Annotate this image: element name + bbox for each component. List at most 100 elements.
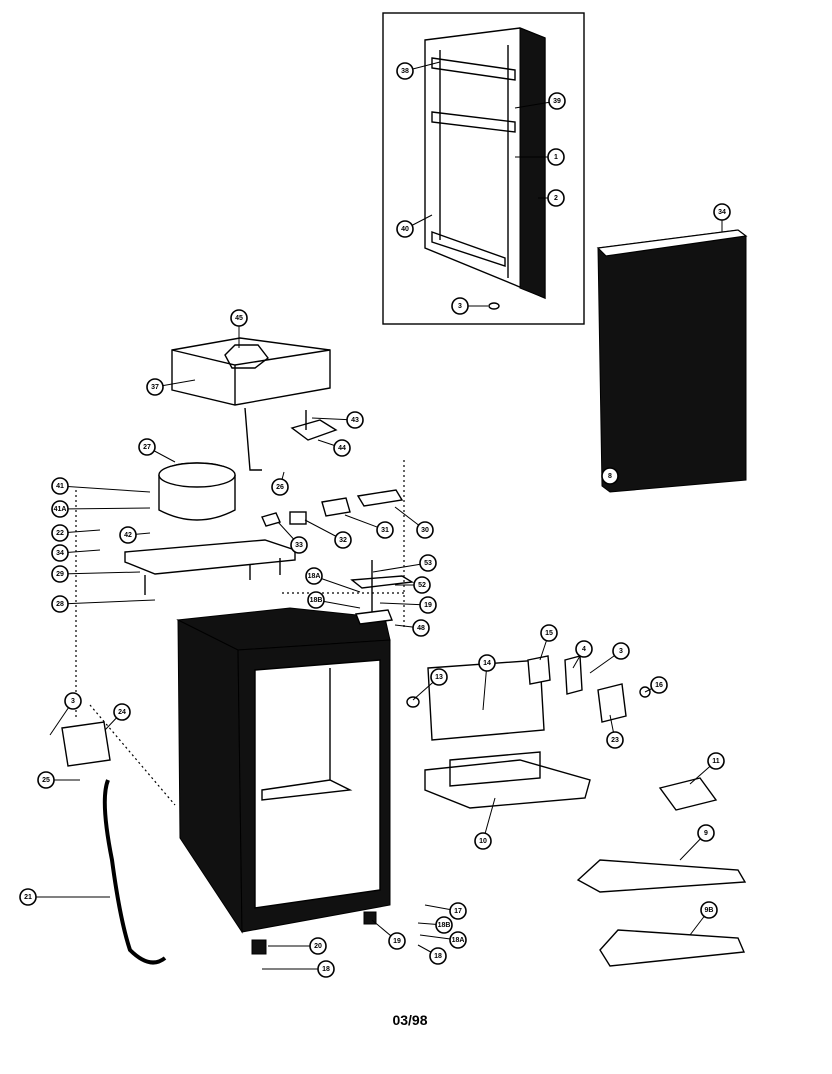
callout-27: 27 xyxy=(138,438,176,463)
callout-ring xyxy=(51,565,69,583)
callout-ring xyxy=(230,309,248,327)
callout-label: 53 xyxy=(424,560,432,567)
callout-28: 28 xyxy=(51,595,156,613)
callout-9: 9 xyxy=(679,824,715,861)
cabinet xyxy=(176,607,391,934)
callout-label: 41A xyxy=(54,506,67,513)
compressor xyxy=(158,462,236,521)
callout-ring xyxy=(334,531,352,549)
callout-label: 41 xyxy=(56,483,64,490)
callout-ring xyxy=(333,439,351,457)
callout-18a: 18A xyxy=(305,567,361,593)
callout-label: 45 xyxy=(235,315,243,322)
callout-ring xyxy=(113,703,131,721)
callout-leader xyxy=(59,571,141,575)
callout-26: 26 xyxy=(271,471,289,496)
callout-label: 18A xyxy=(452,937,465,944)
callout-label: 40 xyxy=(401,226,409,233)
callout-9b: 9B xyxy=(689,901,718,936)
callout-ring xyxy=(478,654,496,672)
callout-ring xyxy=(419,596,437,614)
callout-ring xyxy=(413,576,431,594)
callout-label: 34 xyxy=(718,209,726,216)
callout-53: 53 xyxy=(372,554,437,573)
callout-42: 42 xyxy=(119,526,151,544)
door-panel xyxy=(596,229,748,493)
callout-label: 9 xyxy=(704,830,708,837)
callout-ring xyxy=(449,931,467,949)
callout-ring xyxy=(713,203,731,221)
callout-label: 39 xyxy=(553,98,561,105)
door-screw xyxy=(488,302,500,310)
callout-label: 26 xyxy=(276,484,284,491)
callout-29: 29 xyxy=(51,565,141,583)
callout-leader xyxy=(59,485,151,493)
callout-ring xyxy=(575,640,593,658)
callout-18: 18 xyxy=(262,960,335,978)
callout-ring xyxy=(51,544,69,562)
callout-label: 25 xyxy=(42,777,50,784)
callout-label: 20 xyxy=(314,943,322,950)
callout-18b: 18B xyxy=(417,916,453,934)
door-shelf-middle xyxy=(431,111,516,133)
door-inset xyxy=(382,12,585,325)
callout-label: 38 xyxy=(401,68,409,75)
callout-label: 32 xyxy=(339,537,347,544)
callout-41a: 41A xyxy=(51,500,151,518)
callout-25: 25 xyxy=(37,771,80,789)
callout-label: 18B xyxy=(310,597,323,604)
callout-label: 33 xyxy=(295,542,303,549)
bracket-24 xyxy=(61,721,111,767)
door-shelf-lower xyxy=(431,231,506,267)
callout-44: 44 xyxy=(317,439,351,457)
callout-label: 10 xyxy=(479,838,487,845)
callout-label: 2 xyxy=(554,195,558,202)
callout-13: 13 xyxy=(412,668,448,701)
callout-ring xyxy=(697,824,715,842)
callout-ring xyxy=(309,937,327,955)
callout-ring xyxy=(540,624,558,642)
callout-ring xyxy=(146,378,164,396)
callout-19: 19 xyxy=(371,919,406,950)
callout-ring xyxy=(51,477,69,495)
small-components xyxy=(261,489,404,527)
callout-ring xyxy=(612,642,630,660)
callout-45: 45 xyxy=(230,309,248,348)
callout-ring xyxy=(435,916,453,934)
callout-14: 14 xyxy=(478,654,496,711)
callout-41: 41 xyxy=(51,477,151,495)
callout-label: 3 xyxy=(619,648,623,655)
callout-label: 29 xyxy=(56,571,64,578)
callout-label: 14 xyxy=(483,660,491,667)
callout-23: 23 xyxy=(606,714,624,749)
callout-label: 30 xyxy=(421,527,429,534)
callout-ring xyxy=(707,752,725,770)
callout-label: 27 xyxy=(143,444,151,451)
callout-label: 21 xyxy=(24,894,32,901)
callout-10: 10 xyxy=(474,797,496,850)
callout-8: 8 xyxy=(601,467,619,485)
callout-39: 39 xyxy=(514,92,566,110)
door-shelf-upper xyxy=(431,57,516,81)
evaporator-parts xyxy=(406,655,651,741)
callout-label: 9B xyxy=(705,907,714,914)
callout-label: 42 xyxy=(124,532,132,539)
date-code: 03/98 xyxy=(392,1012,428,1028)
callout-label: 23 xyxy=(611,737,619,744)
callout-label: 44 xyxy=(338,445,346,452)
callout-label: 48 xyxy=(417,625,425,632)
reference-lines xyxy=(75,460,405,806)
callout-ring xyxy=(346,411,364,429)
callout-label: 52 xyxy=(418,582,426,589)
callout-label: 31 xyxy=(381,527,389,534)
callout-label: 1 xyxy=(554,154,558,161)
callout-ring xyxy=(19,888,37,906)
callout-ring xyxy=(290,536,308,554)
callout-ring xyxy=(51,500,69,518)
callout-34: 34 xyxy=(713,203,731,232)
callout-ring xyxy=(650,676,668,694)
callout-ring xyxy=(548,92,566,110)
callout-ring xyxy=(547,148,565,166)
callout-ring xyxy=(307,591,325,609)
